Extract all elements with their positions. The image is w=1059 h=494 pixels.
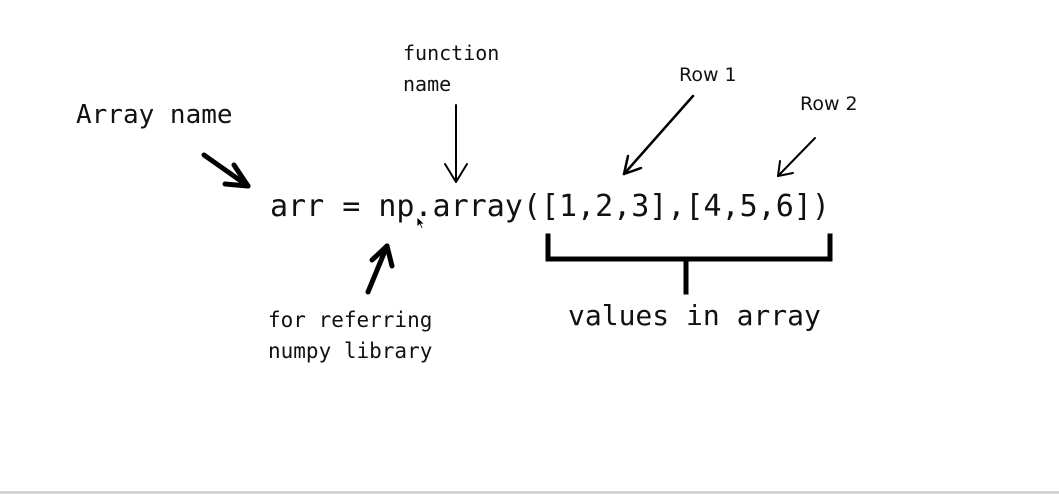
code-line: arr = np.array([1,2,3],[4,5,6]) [270,189,830,224]
array-name-arrow [201,152,251,189]
values-label: values in array [568,299,821,332]
function-name-label: function name [403,38,499,100]
row2-label: Row 2 [800,93,858,115]
row1-arrow [622,94,695,176]
array-name-label: Array name [76,100,233,130]
function-name-line2: name [403,72,452,96]
row2-arrow [777,137,816,177]
np-label-line2: numpy library [268,339,433,363]
mouse-cursor-icon [416,216,426,230]
function-name-arrow [444,104,468,183]
np-label: for referring numpy library [268,305,432,367]
values-bracket [545,233,833,295]
np-arrow [365,243,395,295]
row1-label: Row 1 [679,64,737,86]
np-label-line1: for referring [268,308,433,332]
function-name-line1: function [403,41,500,65]
